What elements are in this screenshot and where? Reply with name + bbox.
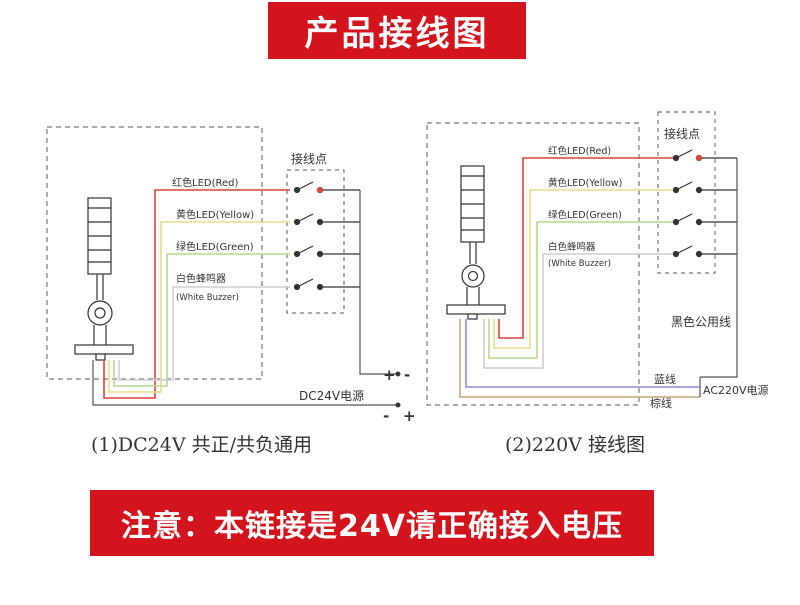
wire-label-yellow: 黄色LED(Yellow) [176,208,254,221]
notice-text: 注意：本链接是24V请正确接入电压 [121,509,623,544]
common-wire-label: 黑色公用线 [671,315,731,329]
terminal-box-2 [657,111,716,274]
title-banner: 产品接线图 [268,2,526,59]
wire-label-buzzer-en: (White Buzzer) [176,293,239,303]
polarity-minus-top: - [404,366,410,384]
terminal-box [286,169,345,314]
wire-label-red-2: 红色LED(Red) [548,145,611,157]
polarity-minus-bottom: - [383,407,389,425]
polarity-plus-bottom: + [403,407,416,425]
tower-lamp-icon [74,197,134,361]
wire-label-buzzer: 白色蜂鸣器 [176,272,226,285]
tower-lamp-icon-2 [446,165,506,320]
power-label-dc24v: DC24V电源 [299,389,364,403]
diagram-dc24v: 红色LED(Red) 黄色LED(Yellow) 绿色LED(Green) 白色… [46,126,416,425]
wire-label-buzzer-en-2: (White Buzzer) [548,259,611,269]
brown-wire-label: 棕线 [650,396,672,410]
diagram-220v: 红色LED(Red) 黄色LED(Yellow) 绿色LED(Green) 白色… [426,111,769,410]
page-title: 产品接线图 [304,14,490,54]
wire-label-yellow-2: 黄色LED(Yellow) [548,177,622,189]
wire-label-green-2: 绿色LED(Green) [548,209,622,221]
terminal-label: 接线点 [291,151,327,166]
notice-banner: 注意：本链接是24V请正确接入电压 [90,490,654,556]
polarity-plus-top: + [383,366,396,384]
power-label-ac220v: AC220V电源 [703,383,769,397]
terminal-label-2: 接线点 [664,126,700,141]
caption-220v: (2)220V 接线图 [505,434,645,456]
caption-dc24v: (1)DC24V 共正/共负通用 [91,434,313,456]
wire-label-red: 红色LED(Red) [172,176,238,189]
wire-label-green: 绿色LED(Green) [176,240,254,253]
wire-label-buzzer-2: 白色蜂鸣器 [548,241,596,253]
lamp-enclosure-box-2 [426,122,640,406]
blue-wire-label: 蓝线 [654,372,676,386]
